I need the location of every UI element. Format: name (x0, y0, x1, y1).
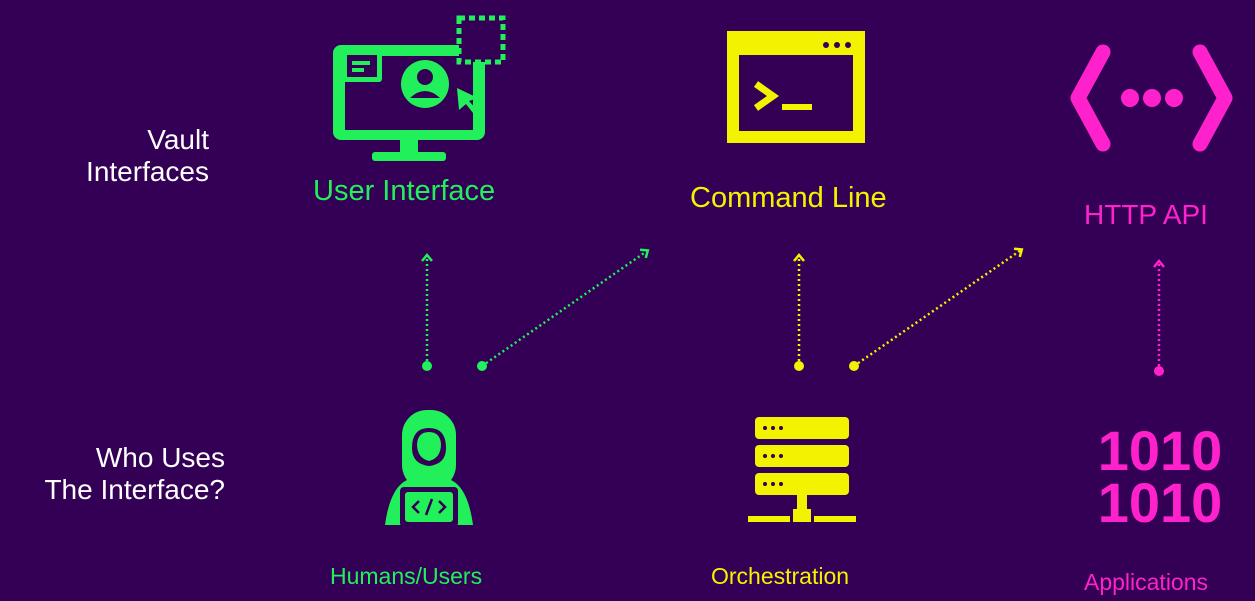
label-user-interface: User Interface (313, 175, 496, 207)
label-applications: Applications (1084, 569, 1209, 595)
developer-icon (385, 410, 473, 527)
connector-orchestration-to-cli (793, 253, 805, 371)
connector-orchestration-to-api (849, 247, 1024, 371)
connector-humans-to-ui (421, 253, 433, 371)
row-label-interfaces-line1: Vault (147, 124, 209, 155)
label-command-line: Command Line (690, 182, 887, 214)
api-code-icon (1070, 44, 1233, 152)
connector-applications-to-api (1153, 259, 1165, 376)
server-stack-icon (748, 417, 856, 522)
binary-icon: 1010 1010 (1098, 419, 1223, 534)
label-orchestration: Orchestration (711, 563, 850, 589)
terminal-icon (727, 31, 865, 143)
connector-humans-to-cli (477, 248, 650, 371)
row-label-who-uses: Who Uses The Interface? (44, 442, 225, 506)
label-http-api: HTTP API (1084, 199, 1208, 230)
binary-icon-line2: 1010 (1098, 471, 1223, 534)
row-label-who-uses-line1: Who Uses (95, 442, 225, 473)
row-label-who-uses-line2: The Interface? (44, 474, 225, 506)
binary-icon-line1: 1010 (1098, 419, 1223, 482)
label-humans-users: Humans/Users (330, 563, 483, 589)
row-label-interfaces: Vault Interfaces (86, 124, 209, 188)
monitor-user-icon (333, 15, 506, 161)
row-label-interfaces-line2: Interfaces (86, 156, 209, 188)
